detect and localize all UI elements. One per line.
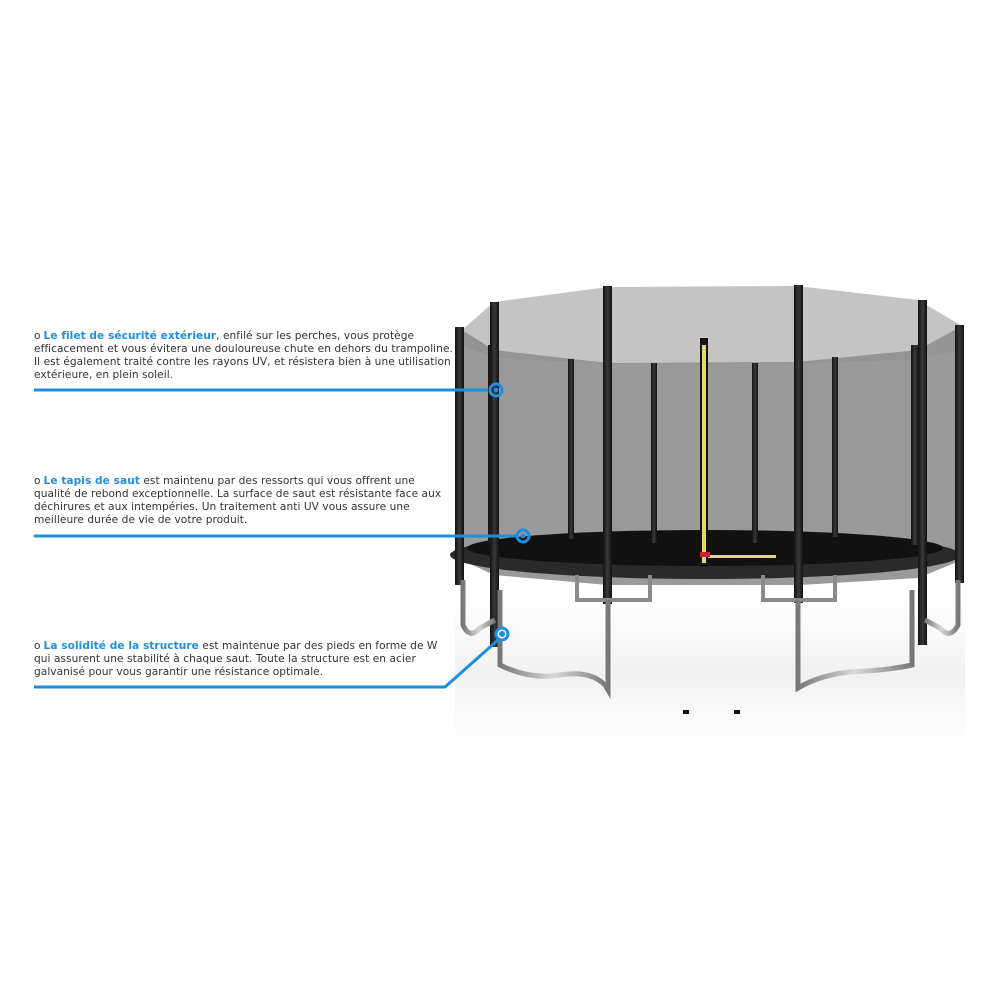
floor-shadow: [455, 600, 965, 745]
zipper-icon: [702, 345, 706, 563]
net-poles: [455, 285, 964, 647]
w-legs: [460, 580, 961, 700]
bullet: o: [34, 330, 41, 342]
net-top: [462, 286, 962, 364]
callout-lines: [34, 388, 516, 689]
marker-mat-icon: [515, 528, 531, 544]
callout-body: est maintenue par des pieds en forme de …: [34, 640, 438, 678]
callout-body: , enfilé sur les perches, vous protège e…: [34, 330, 453, 381]
callout-markers: [488, 382, 531, 642]
callout-body: est maintenu par des ressorts qui vous o…: [34, 475, 442, 526]
callout-line-structure: [34, 638, 499, 689]
callout-title: Le tapis de saut: [43, 475, 140, 487]
callout-title: Le filet de sécurité extérieur: [43, 330, 217, 342]
callout-title: La solidité de la structure: [43, 640, 199, 652]
bullet: o: [34, 475, 41, 487]
bullet: o: [34, 640, 41, 652]
marker-net-icon: [488, 382, 504, 398]
ladder-icon: [684, 570, 739, 712]
